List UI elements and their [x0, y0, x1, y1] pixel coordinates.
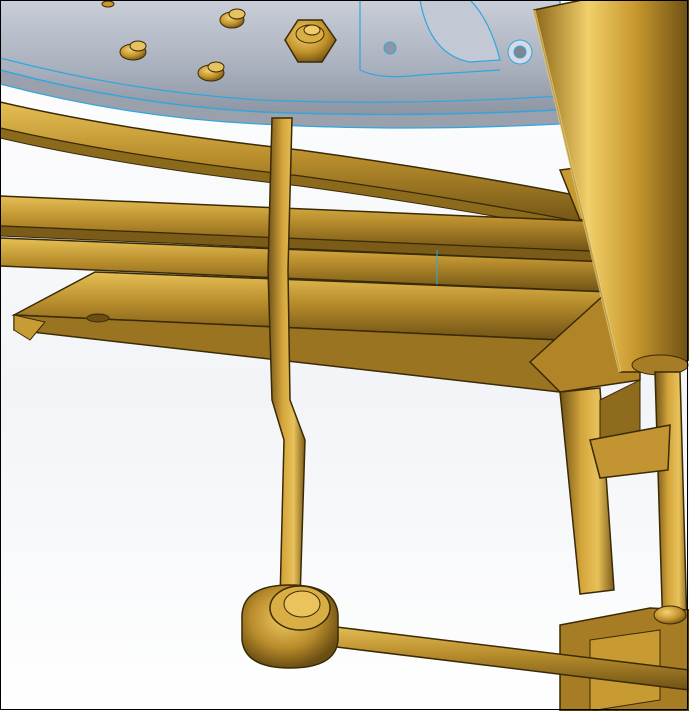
link-bushing[interactable]: [241, 584, 339, 669]
plate-hole: [86, 313, 110, 323]
stud: [219, 8, 246, 29]
nut: [284, 19, 337, 63]
stud: [101, 0, 115, 8]
stud: [197, 61, 225, 82]
frame-rail[interactable]: [0, 0, 561, 129]
frame-studs: [101, 0, 337, 82]
stud: [119, 40, 147, 61]
